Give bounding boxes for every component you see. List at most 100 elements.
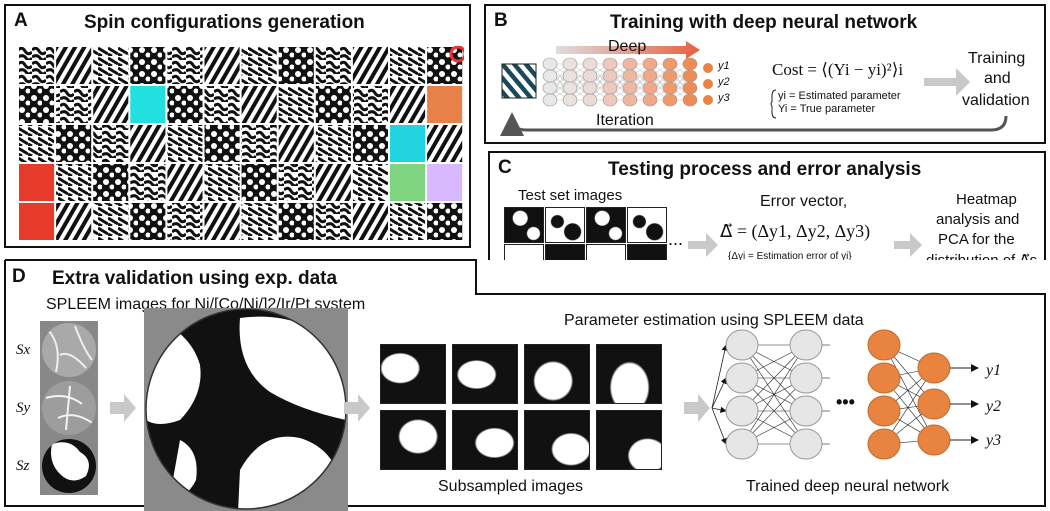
training-network — [542, 57, 777, 119]
spin-thumbnail — [351, 46, 389, 85]
spin-thumbnail — [92, 124, 130, 163]
spin-thumbnail — [92, 163, 130, 202]
spin-thumbnail — [277, 124, 315, 163]
subsampled-image — [380, 410, 446, 470]
analysis-line1: Heatmap — [956, 191, 1017, 208]
estimation-label: Parameter estimation using SPLEEM data — [564, 312, 864, 329]
error-vector-label: Error vector, — [760, 193, 848, 210]
training-line1: Training — [968, 50, 1026, 67]
sz-label: Sz — [16, 458, 30, 474]
sz-image — [40, 437, 98, 495]
subsampled-image — [524, 410, 590, 470]
legend-estimated: yi = Estimated parameter — [778, 90, 901, 102]
network-node-output-side — [867, 329, 901, 361]
output-node — [703, 95, 713, 105]
spin-thumbnail — [166, 85, 204, 124]
network-node — [662, 93, 678, 107]
panel-c-arrows — [688, 233, 922, 257]
arrow-to-error — [688, 233, 718, 257]
test-image — [545, 207, 585, 243]
spin-thumbnail — [18, 46, 56, 85]
spin-thumbnail — [203, 163, 241, 202]
network-node — [562, 93, 578, 107]
network-node-output-side — [867, 428, 901, 460]
spin-thumbnail — [55, 163, 93, 202]
spin-thumbnail — [129, 124, 167, 163]
test-image — [586, 207, 626, 243]
cost-formula: Cost = ⟨(Yi − yi)²⟩i — [772, 60, 904, 79]
spin-thumbnail — [389, 46, 427, 85]
panel-d-title: Extra validation using exp. data — [52, 268, 338, 289]
spin-thumbnail — [203, 85, 241, 124]
network-node-output-side — [917, 424, 951, 456]
network-node — [602, 93, 618, 107]
spin-thumbnail — [203, 202, 241, 241]
input-sample-image — [501, 63, 537, 99]
spin-thumbnail — [277, 202, 315, 241]
spin-thumbnail — [55, 85, 93, 124]
layer-dots: ••• — [836, 392, 855, 412]
spin-thumbnail — [129, 85, 167, 124]
panel-d-letter: D — [12, 266, 26, 287]
training-line3: validation — [962, 92, 1030, 109]
arrow-to-network — [684, 394, 710, 422]
subsampled-image — [524, 344, 590, 404]
spin-thumbnail — [203, 46, 241, 85]
analysis-line2: analysis and — [936, 211, 1020, 228]
network-connection — [669, 63, 691, 101]
network-node — [682, 93, 698, 107]
error-note: {Δyi = Estimation error of yi} — [728, 251, 852, 262]
iteration-arrow — [500, 112, 1008, 137]
spin-thumbnail — [92, 85, 130, 124]
spin-thumbnail — [351, 163, 389, 202]
spin-thumbnail — [389, 85, 427, 124]
spin-thumbnail — [92, 46, 130, 85]
input-arrow — [711, 377, 727, 409]
network-node-output-side — [917, 388, 951, 420]
spin-thumbnail — [314, 202, 352, 241]
spin-thumbnail — [166, 202, 204, 241]
spin-thumbnail — [18, 85, 56, 124]
output-node — [703, 63, 713, 73]
network-connection — [589, 63, 611, 101]
panel-b-title: Training with deep neural network — [610, 12, 918, 33]
spin-thumbnail — [277, 85, 315, 124]
panel-c-title: Testing process and error analysis — [608, 159, 922, 180]
subsampled-label: Subsampled images — [438, 478, 583, 495]
spin-thumbnail — [351, 202, 389, 241]
test-image — [627, 207, 667, 243]
spin-thumbnail — [18, 163, 56, 202]
network-node — [582, 93, 598, 107]
sy-label: Sy — [16, 400, 31, 416]
zoomed-spleem-image — [144, 308, 348, 511]
spin-thumbnail — [314, 163, 352, 202]
spin-thumbnail — [129, 163, 167, 202]
sy-image — [40, 379, 98, 437]
arrow-to-subsamples — [344, 394, 370, 422]
subsampled-image — [452, 410, 518, 470]
network-connection — [569, 63, 591, 101]
output-y1: y1 — [986, 362, 1002, 379]
spin-thumbnail — [426, 85, 464, 124]
spin-thumbnail — [426, 202, 464, 241]
analysis-line3: PCA for the — [938, 231, 1015, 248]
spin-thumbnail — [314, 124, 352, 163]
panel-b-letter: B — [494, 10, 508, 31]
spin-thumbnail — [240, 163, 278, 202]
legend-true: Yi = True parameter — [778, 103, 876, 115]
spin-thumbnail — [129, 202, 167, 241]
network-node-output-side — [867, 395, 901, 427]
arrow-to-analysis — [894, 233, 922, 257]
subsampled-image — [380, 344, 446, 404]
output-y2-label: y2 — [718, 76, 730, 88]
deep-arrow — [556, 41, 700, 59]
network-connection — [549, 63, 571, 101]
network-node-output-side — [917, 352, 951, 384]
spin-thumbnail — [314, 85, 352, 124]
spin-thumbnail — [18, 202, 56, 241]
output-y3: y3 — [986, 432, 1002, 449]
arrow-to-zoom — [110, 394, 136, 422]
network-node — [789, 362, 823, 394]
spin-thumbnail — [166, 124, 204, 163]
